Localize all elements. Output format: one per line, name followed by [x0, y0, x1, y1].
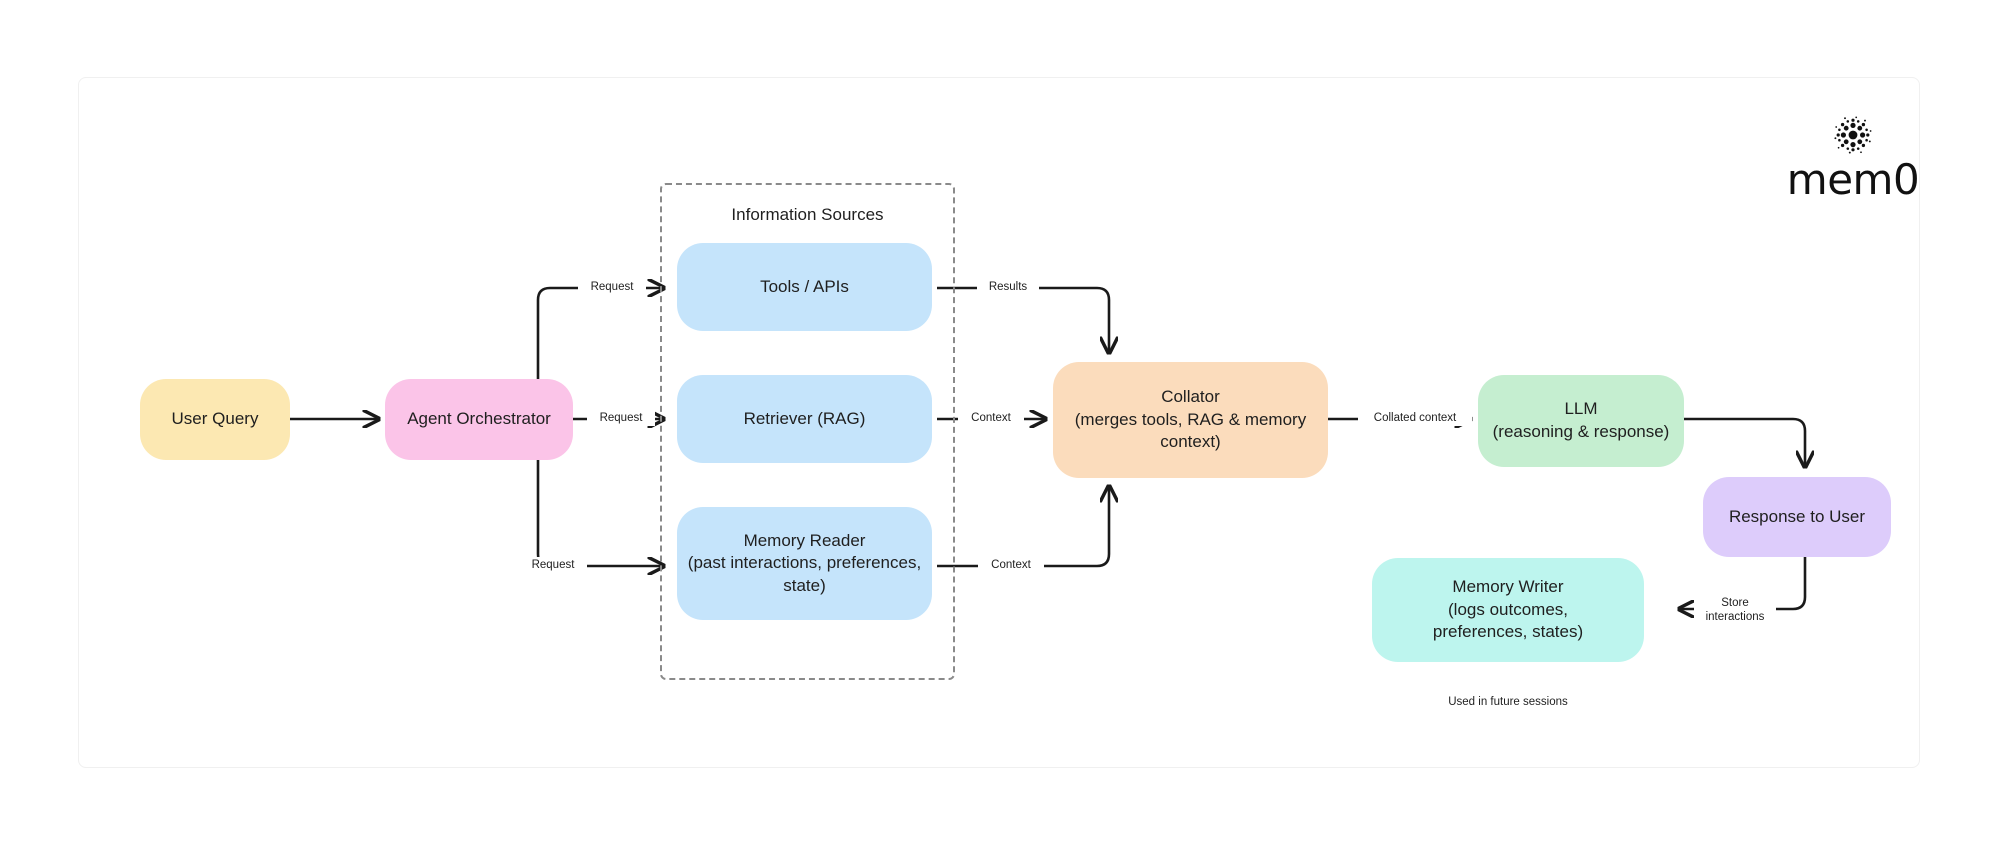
node-response-to-user[interactable]: Response to User	[1703, 477, 1891, 557]
edge-label-memory-to-collator: Context	[978, 557, 1044, 574]
node-retriever-rag[interactable]: Retriever (RAG)	[677, 375, 932, 463]
edge-label-tools-to-collator: Results	[977, 279, 1039, 296]
group-information-sources-label: Information Sources	[731, 205, 884, 224]
node-memory-reader[interactable]: Memory Reader (past interactions, prefer…	[677, 507, 932, 620]
edge-label-orchestrator-to-tools: Request	[578, 279, 646, 296]
group-information-sources	[660, 183, 955, 680]
node-tools-apis[interactable]: Tools / APIs	[677, 243, 932, 331]
edge-label-response-to-writer: Store interactions	[1694, 595, 1776, 626]
edge-label-orchestrator-to-memory: Request	[519, 557, 587, 574]
brand-wordmark: mem0	[1786, 155, 1920, 204]
node-memory-writer[interactable]: Memory Writer (logs outcomes, preference…	[1372, 558, 1644, 662]
edge-label-collator-to-llm: Collated context	[1358, 410, 1472, 427]
node-agent-orchestrator[interactable]: Agent Orchestrator	[385, 379, 573, 460]
edge-label-orchestrator-to-retriever: Request	[587, 410, 655, 427]
brand-logo: mem0	[1778, 115, 1928, 205]
note-used-in-future-sessions: Used in future sessions	[1448, 696, 1568, 708]
dotted-burst-icon	[1834, 116, 1872, 154]
edge-label-retriever-to-collator: Context	[958, 410, 1024, 427]
node-llm[interactable]: LLM (reasoning & response)	[1478, 375, 1684, 467]
node-collator[interactable]: Collator (merges tools, RAG & memory con…	[1053, 362, 1328, 478]
node-user-query[interactable]: User Query	[140, 379, 290, 460]
